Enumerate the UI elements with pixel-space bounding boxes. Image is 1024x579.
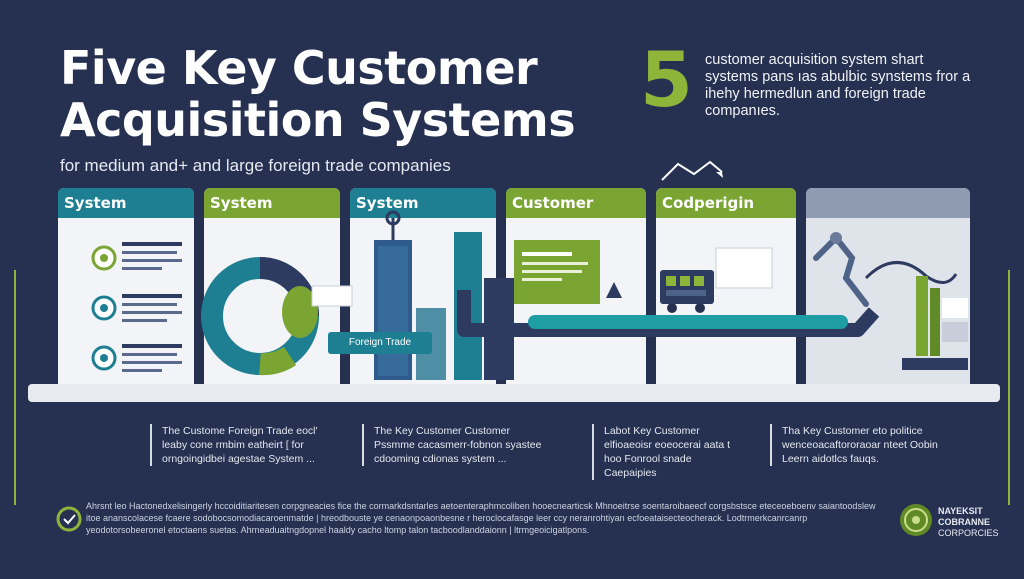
brand-name: NAYEKSIT COBRANNE CORPORCIES: [938, 506, 999, 539]
caption-4: Tha Key Customer eto politice wenceoacaf…: [770, 424, 940, 466]
brand-seal-icon: [900, 504, 932, 536]
panel-customer: Customer: [506, 188, 646, 388]
intro-text: customer acquisition system shart system…: [705, 52, 971, 119]
panel-header: Customer: [506, 188, 646, 218]
panel-system-1: System: [58, 188, 194, 388]
caption-3: Labot Key Customer elfioaeoisr eoeocerai…: [592, 424, 742, 480]
title-line-2: Acquisition Systems: [60, 93, 576, 147]
panel-industrial: [806, 188, 970, 388]
key-number: 5: [640, 35, 693, 124]
panel-header: System: [350, 188, 496, 218]
factory-graphic: [806, 218, 970, 388]
base-bar: [28, 384, 1000, 402]
brand-line-2: COBRANNE: [938, 517, 991, 527]
left-edge-line: [14, 270, 16, 505]
overlay-graphics: [201, 210, 880, 380]
systems-illustration: System: [28, 188, 1000, 406]
trend-arrow-icon: [661, 160, 723, 181]
left-logo-icon: [56, 506, 82, 532]
foreign-trade-chip: Foreign Trade: [348, 337, 412, 348]
panel-header: System: [204, 188, 340, 218]
panel-header: System: [58, 188, 194, 218]
page-title: Five Key Customer Acquisition Systems: [60, 42, 620, 146]
document-graphic: [514, 240, 622, 304]
brand-line-1: NAYEKSIT: [938, 506, 983, 516]
page-subtitle: for medium and+ and large foreign trade …: [60, 156, 451, 175]
panel-codperigin: Codperigin: [656, 188, 796, 388]
caption-1: The Custome Foreign Trade eocl' leaby co…: [150, 424, 320, 466]
panel-header: [806, 188, 970, 218]
footer-text: Ahrsnt leo Hactonedxelisingerly hccoidit…: [86, 501, 876, 535]
brand-line-3: CORPORCIES: [938, 528, 999, 538]
title-line-1: Five Key Customer: [60, 41, 538, 95]
truck-graphic: [660, 247, 773, 313]
caption-2: The Key Customer Customer Pssmme cacasme…: [362, 424, 542, 466]
right-edge-line: [1008, 270, 1010, 505]
checklist-graphic: [91, 242, 182, 372]
panel-header: Codperigin: [656, 188, 796, 218]
